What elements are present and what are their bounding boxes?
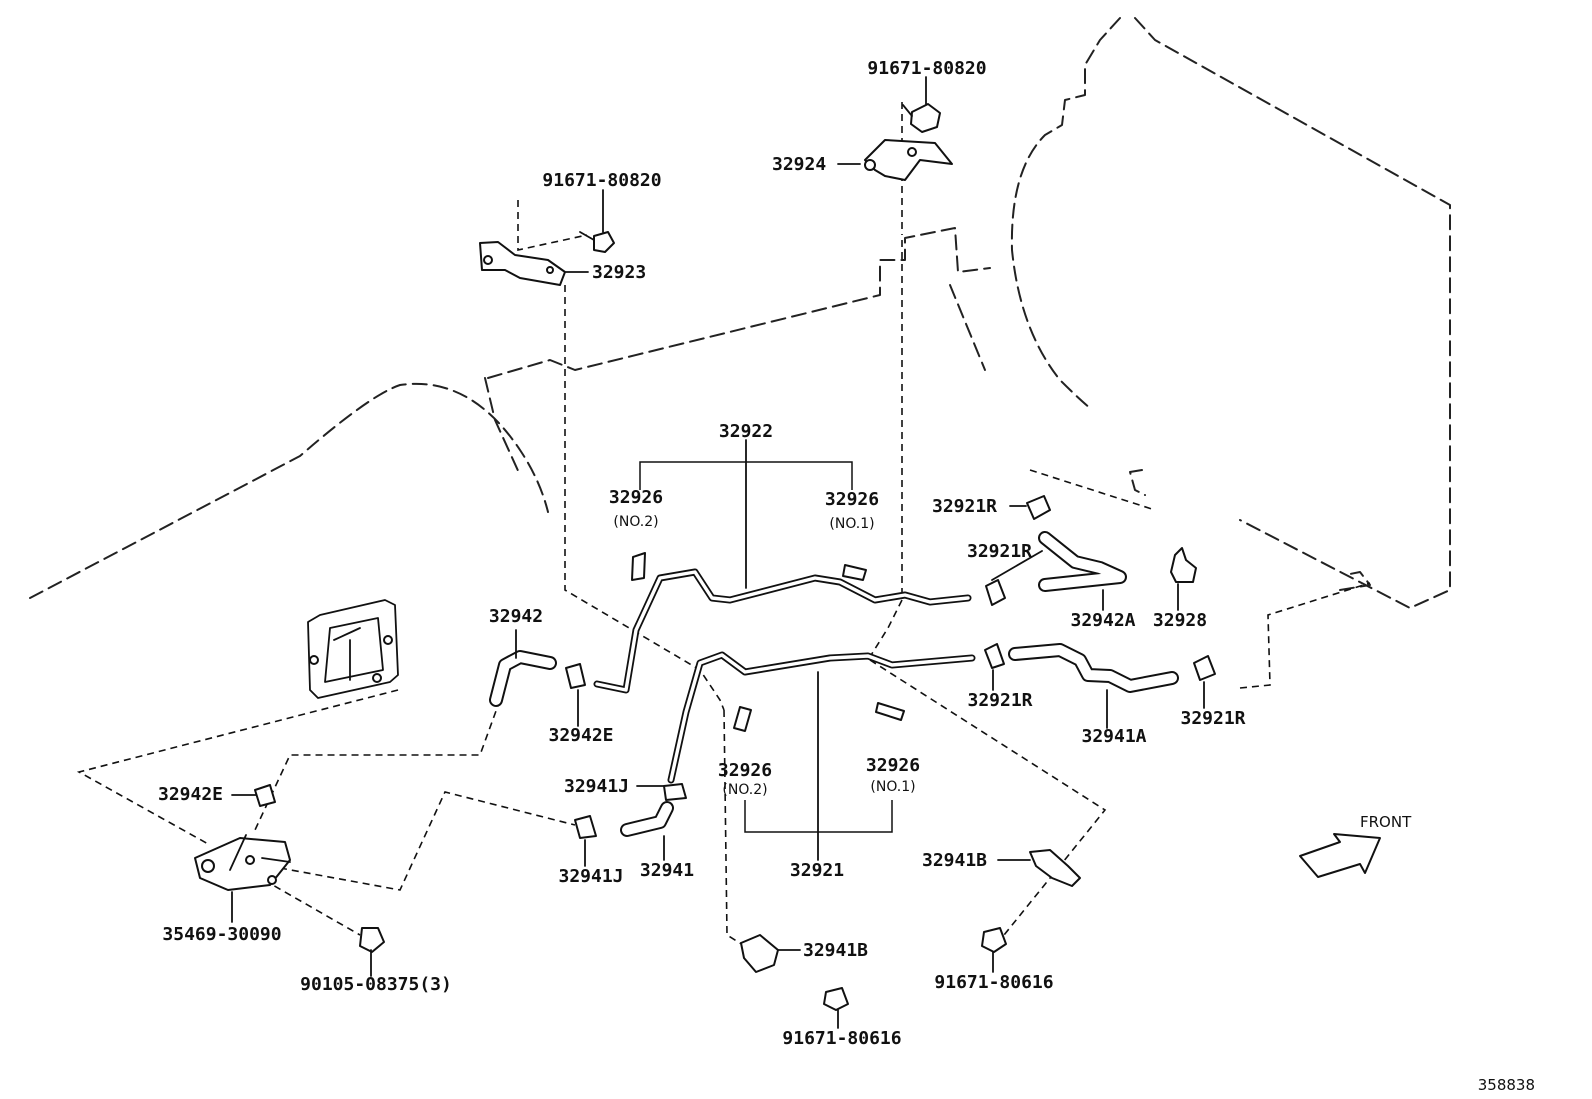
label-32942: 32942 <box>489 606 543 627</box>
union-32926-no2-lower[interactable] <box>733 706 752 732</box>
clamp-32941b-right[interactable] <box>1029 849 1081 887</box>
engine-outline <box>29 17 1451 609</box>
bolt-90105-08375[interactable] <box>359 927 385 953</box>
bolt-91671-80616-right[interactable] <box>981 927 1007 953</box>
label-union-no2-lower-sub: (NO.2) <box>722 782 767 798</box>
label-32942e-lower: 32942E <box>158 784 223 805</box>
label-union-no1-lower-sub: (NO.1) <box>870 779 915 795</box>
union-32926-no2-upper[interactable] <box>631 552 646 581</box>
hose-32942[interactable] <box>489 650 557 707</box>
clip-32921r-b[interactable] <box>985 579 1006 606</box>
clamp-32928[interactable] <box>1170 547 1197 583</box>
clip-32921r-d[interactable] <box>1193 655 1216 681</box>
bolt-91671-80820-top[interactable] <box>902 103 941 133</box>
bolt-91671-80820-left[interactable] <box>579 231 615 253</box>
label-32921: 32921 <box>790 860 844 881</box>
label-32941b-right: 32941B <box>922 850 987 871</box>
clip-32921r-c[interactable] <box>984 643 1005 669</box>
bolt-91671-80616-lower[interactable] <box>823 987 849 1011</box>
transmission-cover-outline <box>307 599 399 699</box>
label-union-no1-upper-sub: (NO.1) <box>829 516 874 532</box>
label-32928: 32928 <box>1153 610 1207 631</box>
label-32921r-d: 32921R <box>1180 708 1245 729</box>
label-32921r-c: 32921R <box>967 690 1032 711</box>
label-32941a: 32941A <box>1081 726 1146 747</box>
label-32941b-lower: 32941B <box>803 940 868 961</box>
label-32923: 32923 <box>592 262 646 283</box>
clip-32942e-lower[interactable] <box>254 784 276 807</box>
label-union-no2-lower: 32926 <box>718 760 772 781</box>
union-32926-no1-lower[interactable] <box>875 702 905 721</box>
clip-32941j-upper[interactable] <box>663 783 687 801</box>
front-direction-arrow-icon <box>1299 833 1381 878</box>
label-union-no1-lower: 32926 <box>866 755 920 776</box>
label-32921r-a: 32921R <box>932 496 997 517</box>
label-32922: 32922 <box>719 421 773 442</box>
label-32924: 32924 <box>772 154 826 175</box>
pipe-32921[interactable] <box>667 651 976 784</box>
clamp-32941b-lower[interactable] <box>740 934 779 973</box>
hose-32941[interactable] <box>620 801 674 837</box>
label-bolt-top: 91671-80820 <box>867 58 986 79</box>
label-32941j-upper: 32941J <box>564 776 629 797</box>
label-32941: 32941 <box>640 860 694 881</box>
label-32921r-b: 32921R <box>967 541 1032 562</box>
label-bolt-left: 91671-80820 <box>542 170 661 191</box>
pipe-32922[interactable] <box>593 568 972 694</box>
assembly-lines <box>76 102 1371 959</box>
callout-lines <box>231 76 1205 1029</box>
hose-32942a[interactable] <box>1038 531 1127 592</box>
bracket-35469-30090[interactable] <box>194 834 291 891</box>
union-32926-no1-upper[interactable] <box>842 564 867 581</box>
label-union-no1-upper: 32926 <box>825 489 879 510</box>
front-label: FRONT <box>1360 813 1412 831</box>
hose-32941a[interactable] <box>1008 643 1179 693</box>
diagram-code: 358838 <box>1478 1076 1535 1094</box>
label-91671-80616-right: 91671-80616 <box>934 972 1053 993</box>
label-91671-80616-lower: 91671-80616 <box>782 1028 901 1049</box>
bracket-32923[interactable] <box>479 241 566 286</box>
bracket-32924[interactable] <box>864 139 953 181</box>
label-90105-08375: 90105-08375(3) <box>300 974 452 995</box>
label-35469-30090: 35469-30090 <box>162 924 281 945</box>
label-union-no2-upper: 32926 <box>609 487 663 508</box>
label-32942e-upper: 32942E <box>548 725 613 746</box>
label-union-no2-upper-sub: (NO.2) <box>613 514 658 530</box>
part-labels: 91671-80820 32924 91671-80820 32923 3292… <box>158 58 1246 1049</box>
clip-32941j-lower[interactable] <box>574 815 597 839</box>
label-32941j-lower: 32941J <box>558 866 623 887</box>
clip-32942e-upper[interactable] <box>565 663 586 689</box>
clip-32921r-a[interactable] <box>1026 495 1051 520</box>
label-32942a: 32942A <box>1070 610 1135 631</box>
